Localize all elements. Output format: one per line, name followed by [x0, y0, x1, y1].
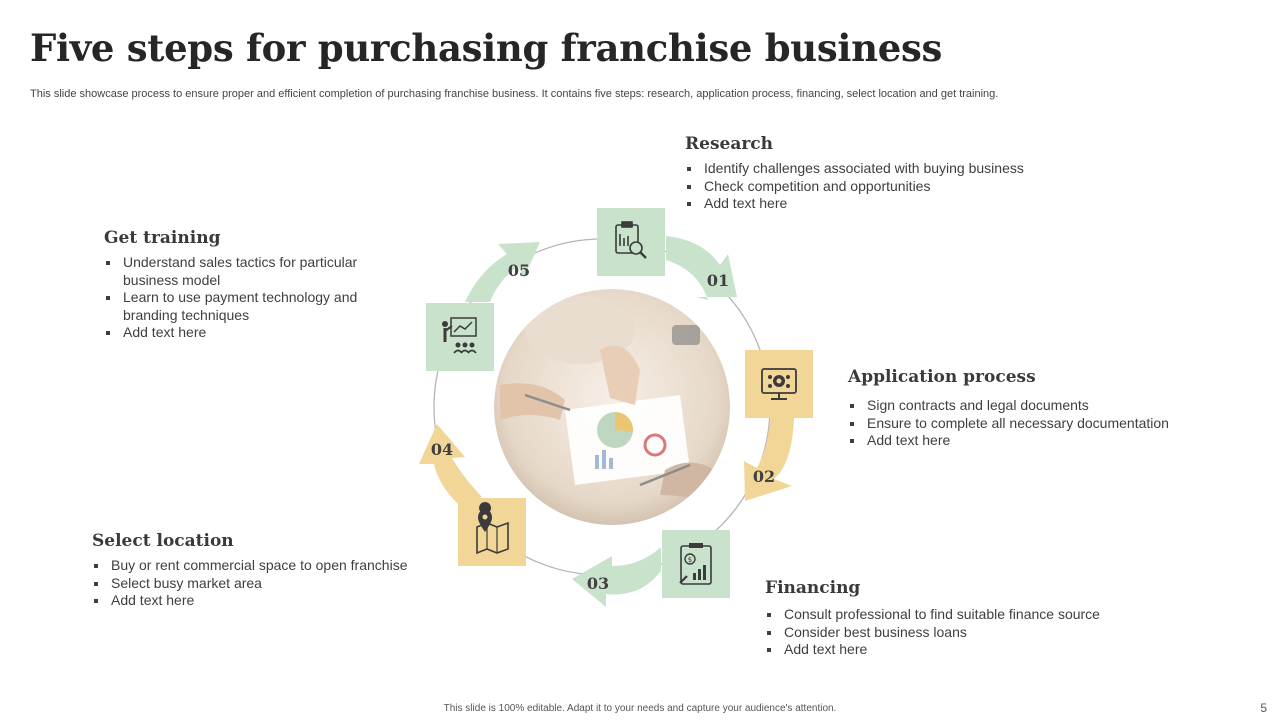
page-number: 5: [1260, 701, 1267, 715]
slide-subtitle: This slide showcase process to ensure pr…: [30, 88, 999, 100]
report-magnifier-icon: [615, 221, 647, 259]
step-bullet: Ensure to complete all necessary documen…: [848, 415, 1169, 433]
step-icon-box: [458, 498, 526, 566]
step-number: 01: [707, 271, 729, 290]
step-title: Get training: [104, 228, 221, 248]
step-bullet: Add text here: [104, 324, 394, 342]
step-bullet: Understand sales tactics for particular …: [104, 254, 394, 289]
arrow-04: [419, 424, 482, 505]
step-icon-box: [662, 530, 730, 598]
step-bullet: Add text here: [685, 195, 1024, 213]
step-bullet: Buy or rent commercial space to open fra…: [92, 557, 407, 575]
arrow-01: [666, 236, 737, 300]
step-bullet: Add text here: [848, 432, 1169, 450]
step-bullet: Identify challenges associated with buyi…: [685, 160, 1024, 178]
step-title: Select location: [92, 531, 234, 551]
step-number: 05: [508, 261, 530, 280]
step-number: 03: [587, 574, 609, 593]
step-bullet: Add text here: [765, 641, 1100, 659]
step-number: 04: [431, 440, 453, 459]
step-bullet: Sign contracts and legal documents: [848, 397, 1169, 415]
arrow-02: [744, 418, 794, 501]
presentation-training-icon: [442, 317, 477, 354]
step-icon-box: [597, 208, 665, 276]
step-bullet: Select busy market area: [92, 575, 407, 593]
step-bullet: Consult professional to find suitable fi…: [765, 606, 1100, 624]
map-pin-icon: [476, 502, 509, 555]
step-bullet: Learn to use payment technology and bran…: [104, 289, 394, 324]
finance-report-icon: $: [679, 543, 712, 585]
step-title: Application process: [848, 367, 1036, 387]
monitor-brain-icon: [761, 368, 797, 400]
arrow-05: [465, 242, 540, 302]
step-bullet: Consider best business loans: [765, 624, 1100, 642]
step-research: Research Identify challenges associated …: [685, 134, 1024, 213]
step-title: Research: [685, 134, 774, 154]
step-icon-box: [426, 303, 494, 371]
step-bullet: Add text here: [92, 592, 407, 610]
arrow-03: [572, 547, 661, 607]
slide-footer: This slide is 100% editable. Adapt it to…: [443, 703, 837, 714]
slide-title: Five steps for purchasing franchise busi…: [30, 26, 943, 70]
step-title: Financing: [765, 578, 861, 598]
svg-text:$: $: [688, 556, 692, 564]
step-financing: Financing Consult professional to find s…: [765, 578, 1100, 659]
step-select-location: Select location Buy or rent commercial s…: [92, 531, 407, 610]
step-bullet: Check competition and opportunities: [685, 178, 1024, 196]
step-number: 02: [753, 467, 775, 486]
step-application-process: Application process Sign contracts and l…: [848, 367, 1169, 450]
center-photo: [494, 289, 730, 525]
step-get-training: Get training Understand sales tactics fo…: [104, 228, 394, 342]
